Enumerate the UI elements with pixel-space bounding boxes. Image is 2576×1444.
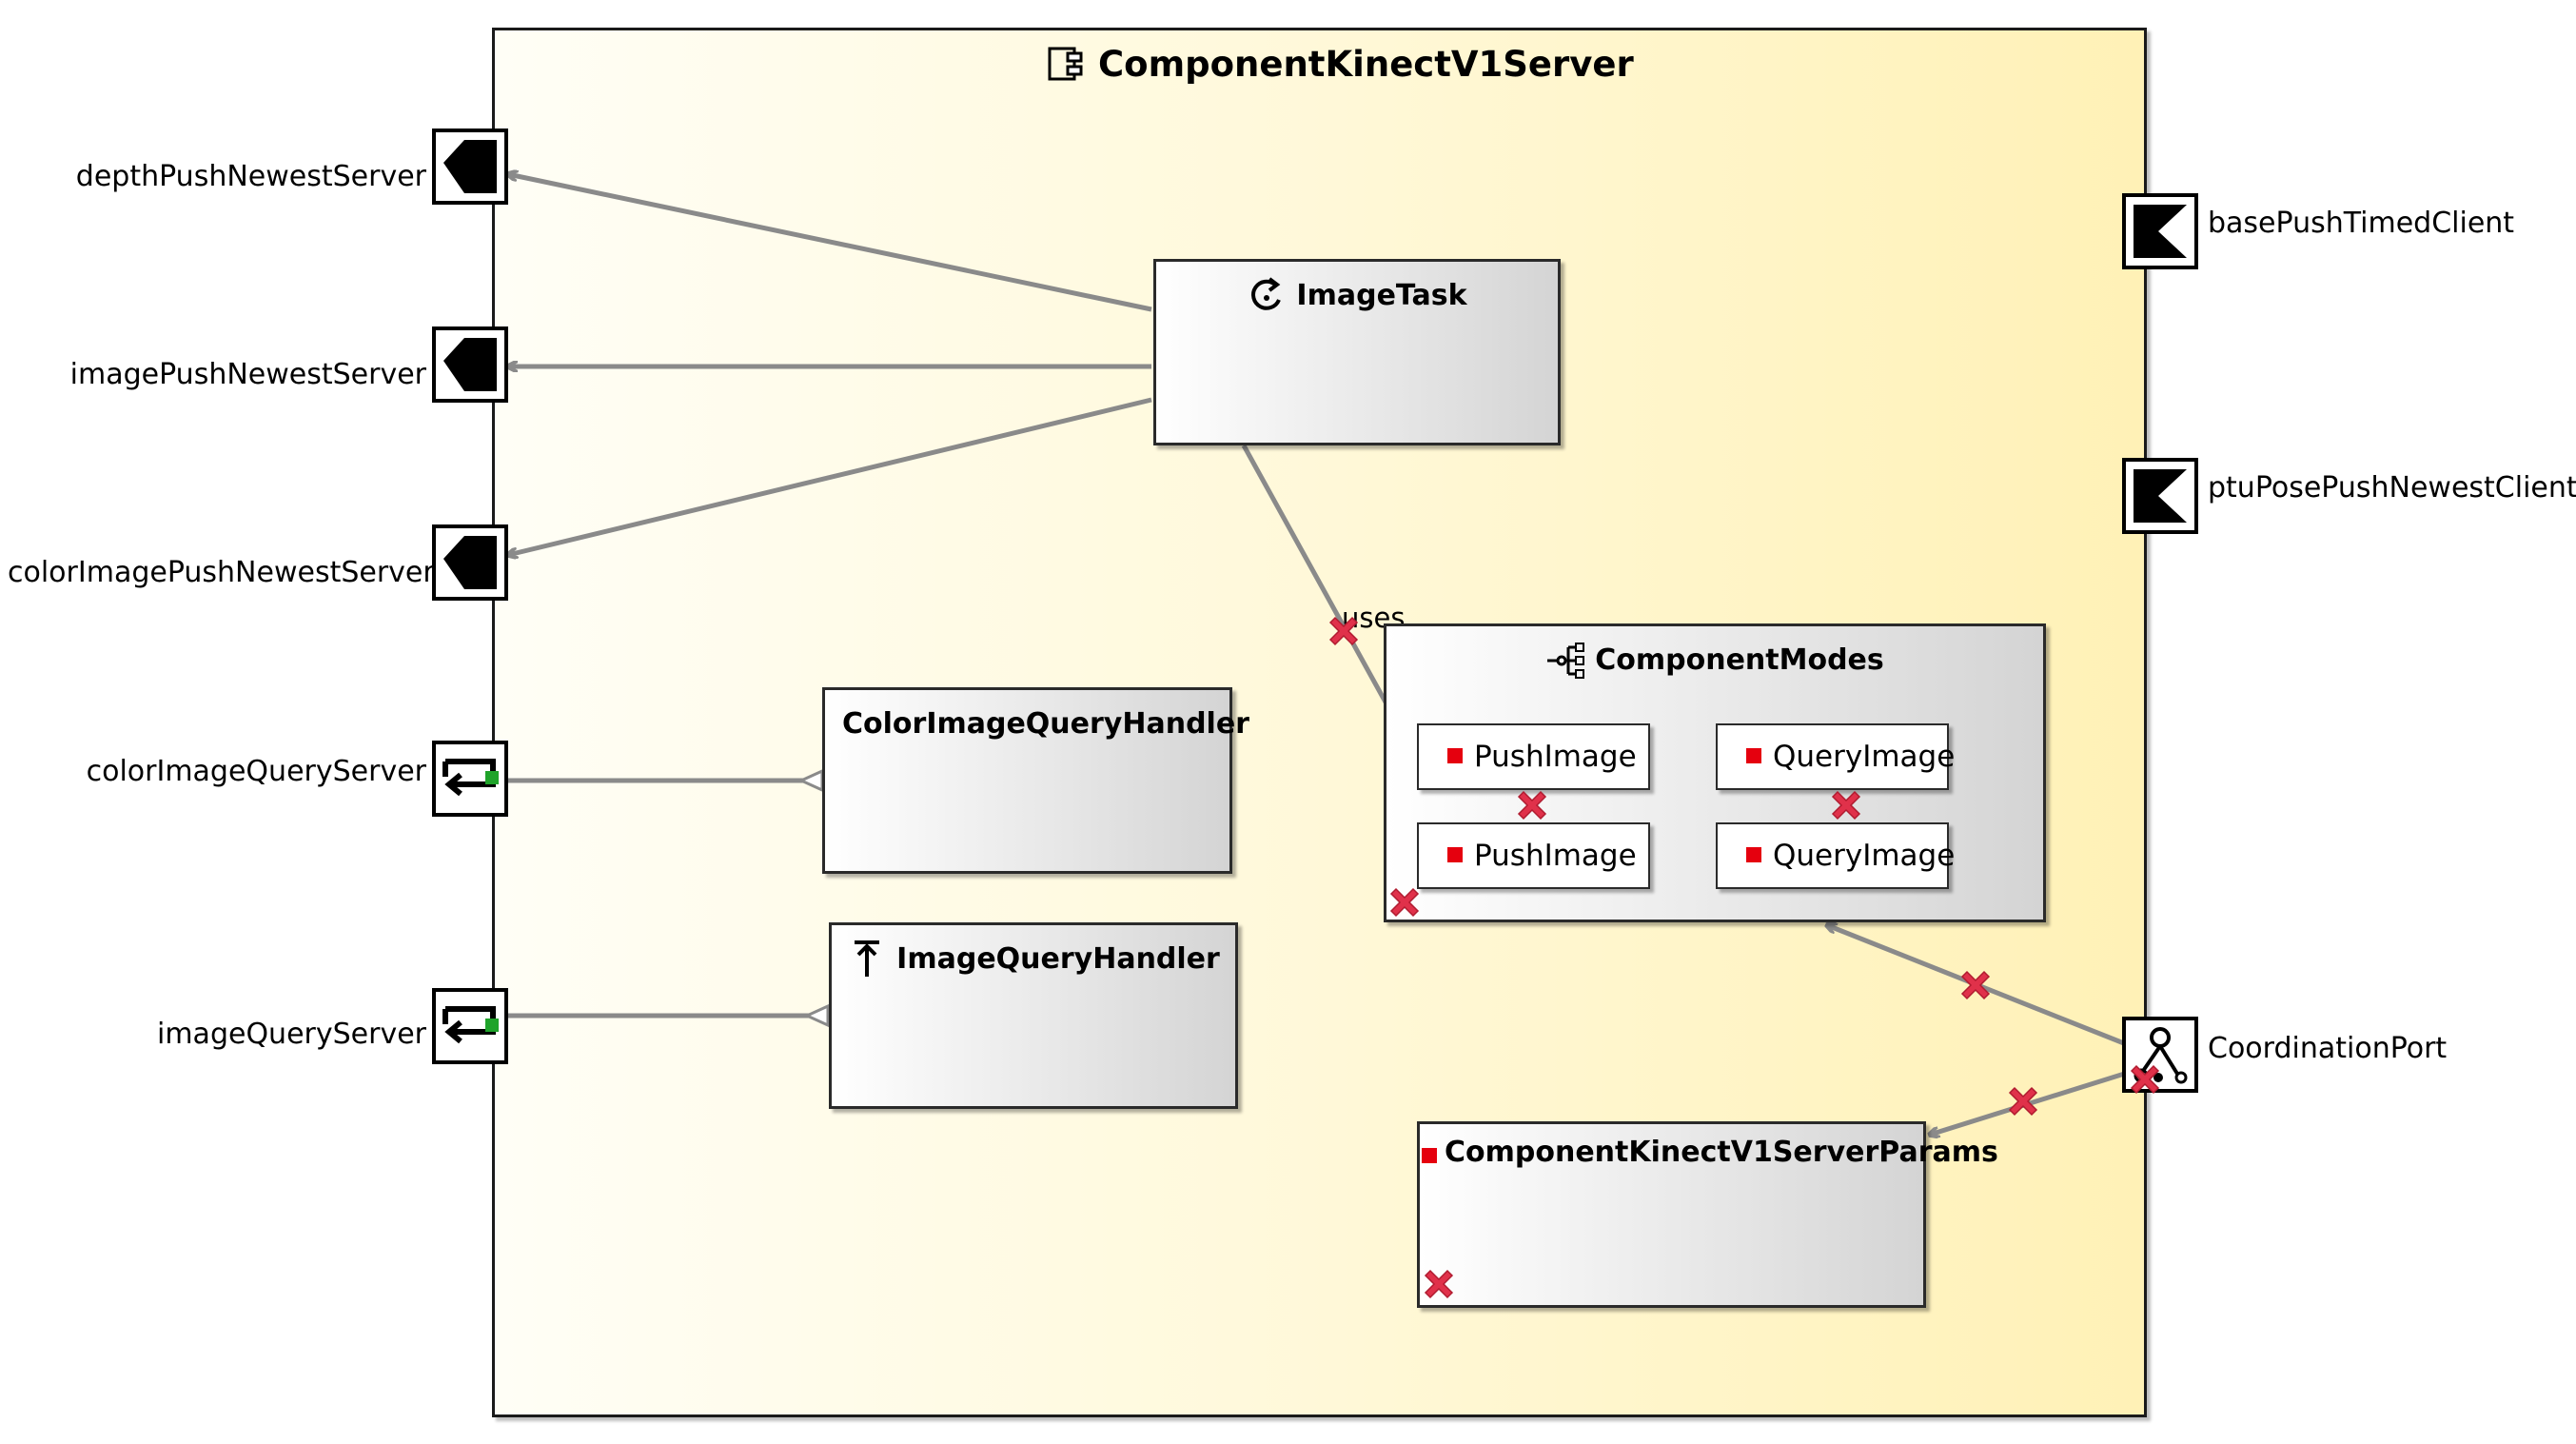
port-ptu-pose-push-newest-client[interactable] xyxy=(2122,458,2198,534)
port-image-query-server[interactable] xyxy=(432,988,508,1064)
port-label-color-image-push-newest-server: colorImagePushNewestServer xyxy=(8,556,435,589)
image-query-handler-box[interactable]: ImageQueryHandler xyxy=(829,922,1238,1109)
port-label-ptu-pose-push-newest-client: ptuPosePushNewestClient xyxy=(2208,471,2576,504)
task-cycle-icon xyxy=(1251,277,1282,310)
port-color-image-push-newest-server[interactable] xyxy=(432,524,508,601)
port-label-color-image-query-server: colorImageQueryServer xyxy=(86,755,426,788)
port-label-image-query-server: imageQueryServer xyxy=(157,1018,426,1051)
component-modes-title: ComponentModes xyxy=(1386,640,2043,680)
upload-arrow-icon xyxy=(855,940,880,977)
port-depth-push-newest-server[interactable] xyxy=(432,129,508,205)
query-server-port-icon xyxy=(442,1006,499,1044)
port-label-base-push-timed-client: basePushTimedClient xyxy=(2208,207,2515,240)
params-title: ComponentKinectV1ServerParams xyxy=(1422,1136,1998,1169)
image-task-box[interactable]: ImageTask xyxy=(1153,259,1561,445)
push-server-port-icon xyxy=(443,536,497,589)
params-marker xyxy=(1422,1148,1437,1163)
port-color-image-query-server[interactable] xyxy=(432,741,508,817)
color-handler-title: ColorImageQueryHandler xyxy=(842,706,1249,741)
component-icon xyxy=(1048,47,1083,81)
port-base-push-timed-client[interactable] xyxy=(2122,193,2198,269)
params-box[interactable]: ComponentKinectV1ServerParams xyxy=(1417,1121,1998,1308)
component-title-text: ComponentKinectV1Server xyxy=(1098,43,1634,85)
port-label-image-push-newest-server: imagePushNewestServer xyxy=(69,358,426,391)
port-label-depth-push-newest-server: depthPushNewestServer xyxy=(75,160,426,193)
port-coordination[interactable] xyxy=(2122,1017,2198,1093)
query-server-port-icon xyxy=(442,759,499,797)
mode-push-image[interactable]: PushImage xyxy=(1417,723,1650,790)
mode-push-image[interactable]: PushImage xyxy=(1417,822,1650,889)
push-server-port-icon xyxy=(443,140,497,193)
push-server-port-icon xyxy=(443,338,497,391)
image-handler-title: ImageQueryHandler xyxy=(832,939,1235,979)
port-label-coordination: CoordinationPort xyxy=(2208,1032,2448,1065)
mode-query-image[interactable]: QueryImage xyxy=(1716,822,1955,889)
mode-query-image[interactable]: QueryImage xyxy=(1716,723,1955,790)
port-image-push-newest-server[interactable] xyxy=(432,326,508,403)
image-task-title: ImageTask xyxy=(1156,275,1558,315)
push-client-port-icon xyxy=(2134,469,2187,523)
push-client-port-icon xyxy=(2134,205,2187,258)
color-image-query-handler-box[interactable]: ColorImageQueryHandler xyxy=(822,687,1249,874)
component-title: ComponentKinectV1Server xyxy=(1047,40,1634,88)
tree-structure-icon xyxy=(1547,643,1585,679)
coordination-port-icon xyxy=(2134,1027,2188,1084)
